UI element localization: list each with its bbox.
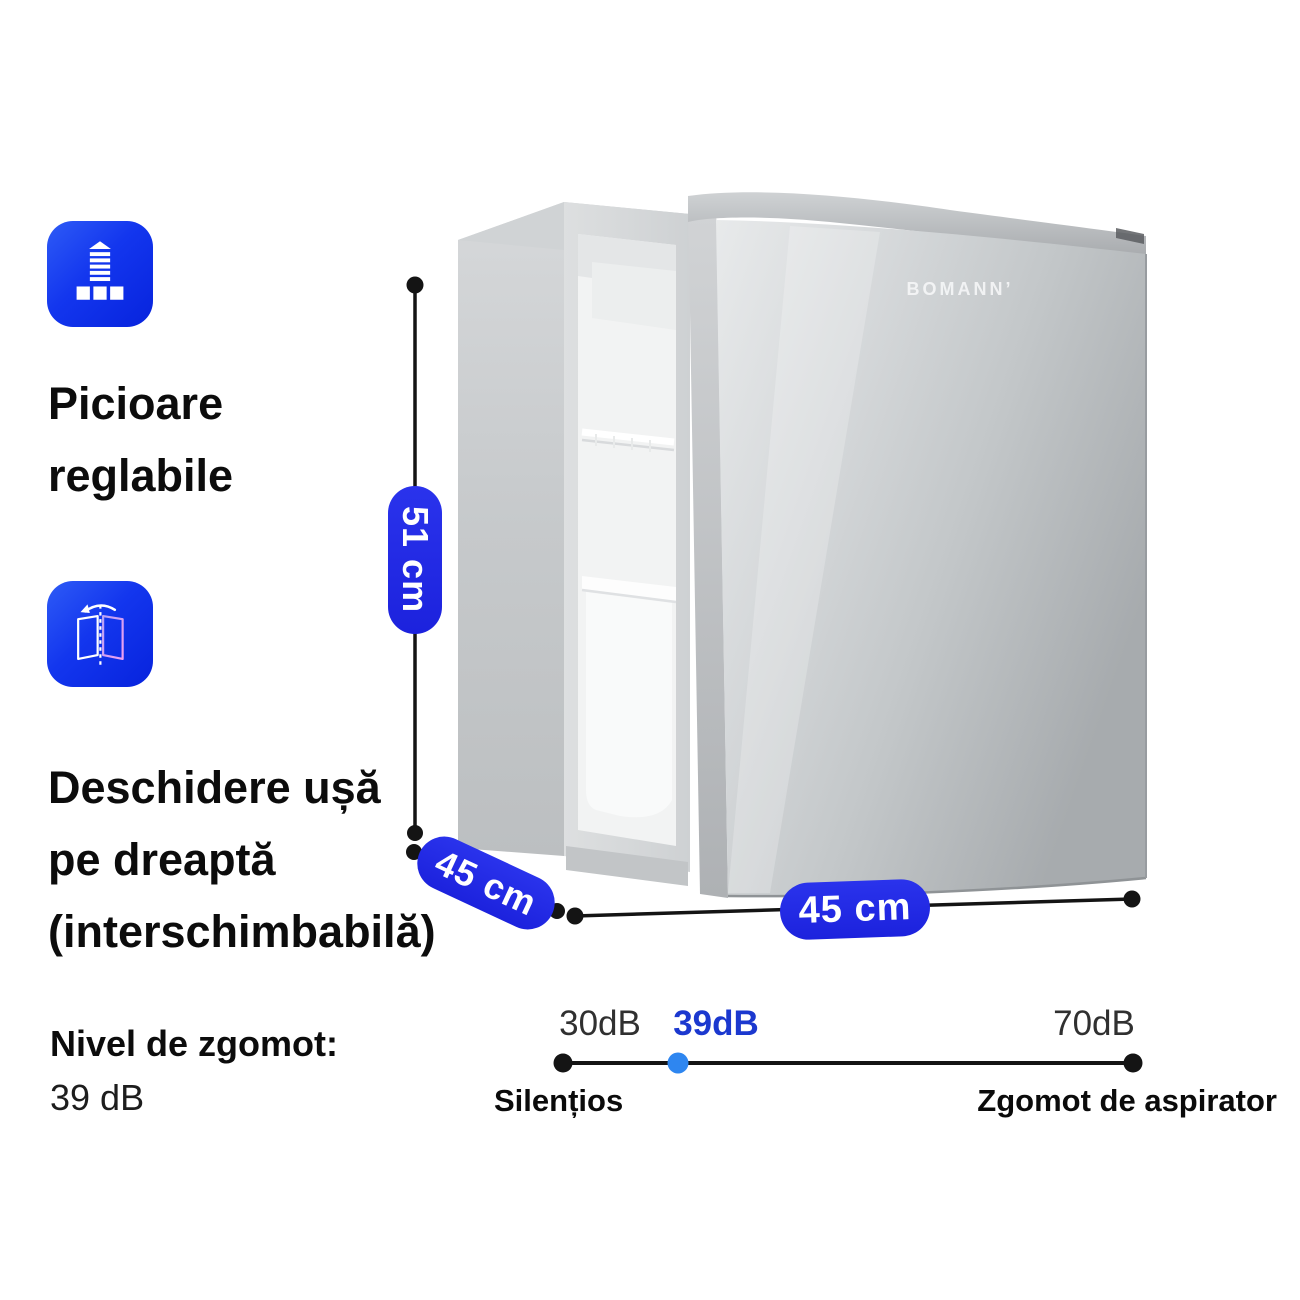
feature-line: Picioare (48, 378, 224, 429)
feature-line: (interschimbabilă) (48, 906, 436, 957)
width-dimension-value: 45 cm (797, 886, 913, 932)
door-hinge-edge (688, 196, 728, 898)
measure-dot (407, 825, 423, 841)
lower-shelf-shadow (581, 588, 677, 604)
brand-logo: BOMANN’ (907, 279, 1014, 299)
noise-level-value: 39 dB (50, 1077, 145, 1118)
wire-shelf (581, 428, 675, 452)
door-swing-icon (47, 581, 153, 687)
height-dimension-value: 51 cm (395, 506, 436, 614)
noise-scale-max-label: 70dB (1053, 1004, 1135, 1043)
cabinet-base (566, 846, 688, 886)
adjustable-feet-icon (47, 221, 153, 327)
feature-line: reglabile (48, 450, 234, 501)
door-swing-glyph (77, 604, 124, 666)
feature-line: Deschidere ușă (48, 762, 381, 813)
interior-lower-panel (586, 592, 672, 818)
noise-scale-value-dot (667, 1052, 689, 1074)
height-dimension-badge: 51 cm (388, 486, 442, 634)
feature-line: pe dreaptă (48, 834, 276, 885)
noise-scale-min-dot (553, 1053, 573, 1073)
adjustable-feet-glyph (76, 241, 124, 300)
noise-scale-min-label: 30dB (559, 1004, 641, 1043)
door-latch (1116, 228, 1144, 244)
noise-scale-current-label: 39dB (673, 1004, 759, 1043)
lower-shelf (582, 576, 676, 602)
fridge-door: BOMANN’ (688, 192, 1147, 898)
interior-back-shade (592, 262, 676, 330)
feature-door-opening-label: Deschidere ușă pe dreaptă (interschimbab… (48, 752, 436, 968)
feature-adjustable-feet-label: Picioare reglabile (48, 368, 233, 512)
measure-dot (406, 276, 424, 294)
noise-scale-right-caption: Zgomot de aspirator (977, 1083, 1277, 1118)
noise-level-heading: Nivel de zgomot: (50, 1023, 339, 1064)
cabinet-side-panel (458, 202, 564, 856)
noise-scale-left-caption: Silențios (494, 1083, 624, 1118)
door-highlight (728, 226, 880, 893)
measure-dot (566, 907, 584, 925)
fridge-cabinet (458, 202, 690, 886)
noise-scale-max-dot (1123, 1053, 1143, 1073)
measure-dot (1123, 890, 1141, 908)
door-panel (716, 220, 1146, 897)
door-top-molding (688, 192, 1146, 258)
noise-scale (553, 1052, 1143, 1074)
width-dimension-badge: 45 cm (779, 878, 931, 941)
